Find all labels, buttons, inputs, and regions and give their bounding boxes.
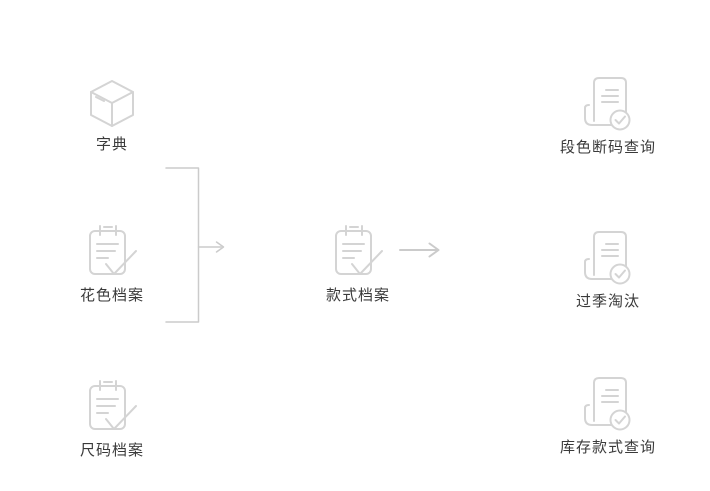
node-dict[interactable]: 字典 [42,77,182,154]
flow-arrow-head [428,242,440,258]
node-label: 款式档案 [325,287,390,304]
node-style-archive[interactable]: 款式档案 [288,222,428,305]
cube-icon [90,80,134,127]
node-label: 尺码档案 [79,442,144,459]
node-label: 花色档案 [79,287,144,304]
document-check-icon [584,377,631,431]
document-check-icon [584,77,631,131]
merge-arrow-head [215,241,225,253]
node-stock-style-query[interactable]: 库存款式查询 [538,374,678,457]
clipboard-check-icon [335,225,383,275]
document-check-icon [584,231,631,285]
node-label: 字典 [95,136,128,153]
clipboard-check-icon [89,380,137,430]
clipboard-check-icon [89,225,137,275]
node-pattern-archive[interactable]: 花色档案 [42,222,182,305]
node-size-archive[interactable]: 尺码档案 [42,377,182,460]
node-label: 过季淘汰 [575,293,640,310]
node-season-eliminate[interactable]: 过季淘汰 [538,228,678,311]
node-color-size-query[interactable]: 段色断码查询 [538,74,678,157]
node-label: 段色断码查询 [559,139,656,156]
node-label: 库存款式查询 [559,439,656,456]
